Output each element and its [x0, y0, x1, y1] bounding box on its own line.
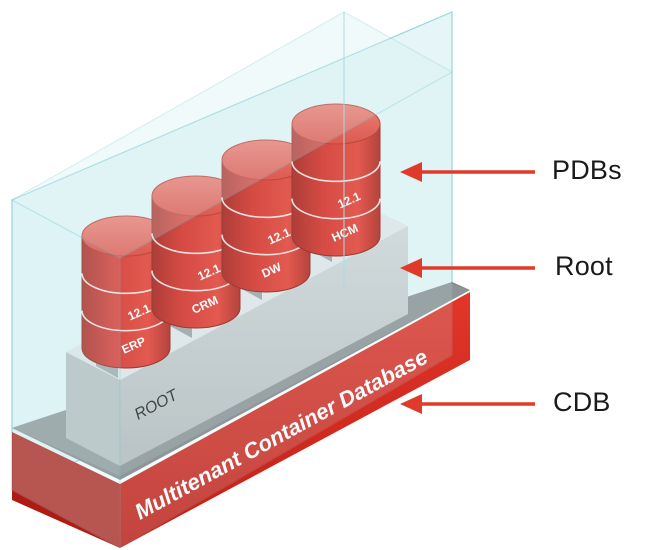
pdbs-arrow — [400, 162, 535, 182]
pdbs-label: PDBs — [552, 155, 622, 185]
root-label: Root — [555, 251, 613, 281]
root-block-left-face — [66, 352, 120, 466]
cdb-label: CDB — [553, 387, 611, 417]
cdb-arrow — [400, 394, 535, 414]
cdb-base-left-face — [12, 432, 120, 548]
root-block-front-face — [120, 226, 408, 466]
root-arrow — [400, 258, 535, 278]
glass-enclosure-front — [10, 11, 454, 550]
pdb-cylinder-dw: 12.1DW — [221, 139, 311, 293]
cdb-base-front-face — [120, 292, 470, 548]
